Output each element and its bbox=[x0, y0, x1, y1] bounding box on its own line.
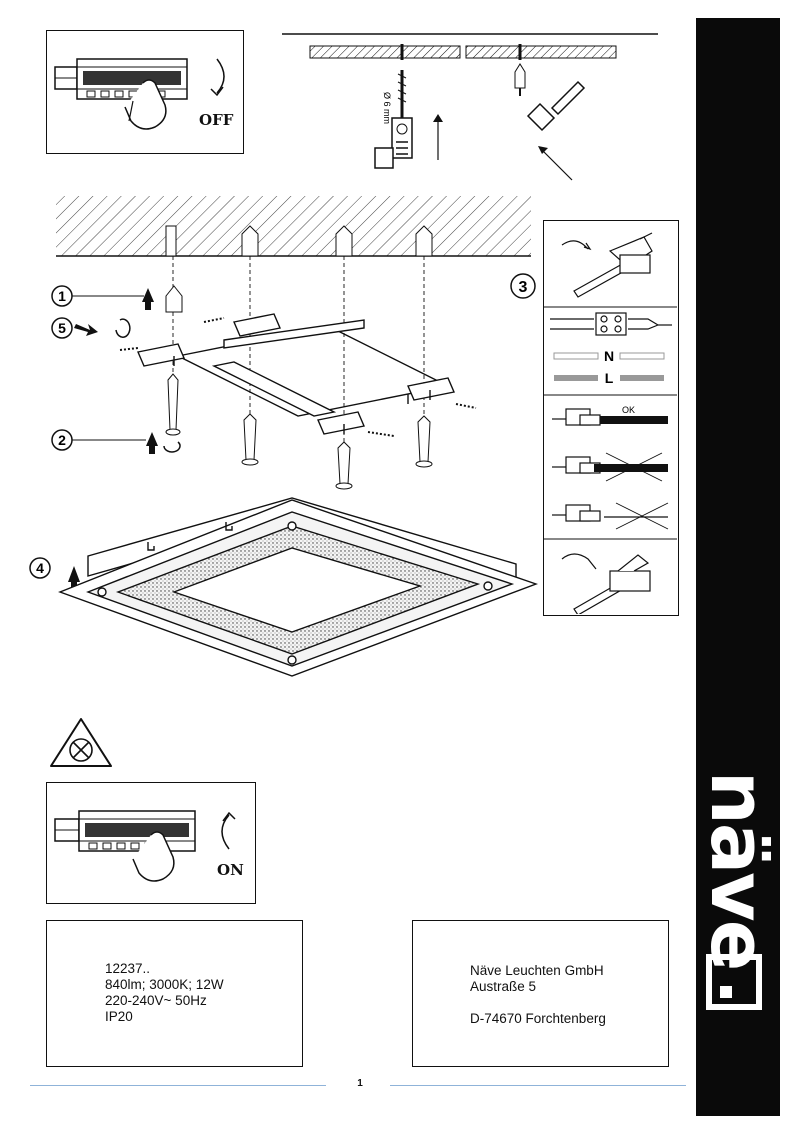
manufacturer-box: Näve Leuchten GmbH Austraße 5 D-74670 Fo… bbox=[412, 920, 669, 1067]
switch-off-label: OFF bbox=[199, 111, 234, 129]
ok-label: OK bbox=[622, 405, 635, 415]
drill-icon bbox=[374, 70, 413, 169]
manufacturer-address: Näve Leuchten GmbH Austraße 5 D-74670 Fo… bbox=[470, 963, 606, 1027]
wiring-panel: N L OK bbox=[543, 220, 679, 616]
mounting-diagram: 1 5 2 bbox=[29, 196, 538, 677]
brand-square-icon bbox=[706, 954, 762, 1010]
step-5-label: 5 bbox=[58, 320, 66, 336]
live-label: L bbox=[605, 370, 614, 386]
rotate-arrow-icon bbox=[115, 318, 131, 338]
mounting-bracket bbox=[137, 313, 455, 435]
page-number: 1 bbox=[357, 1078, 363, 1089]
step-2-label: 2 bbox=[58, 432, 66, 448]
brand-logo: näve bbox=[694, 770, 783, 970]
luminaire-panel bbox=[58, 497, 538, 677]
manufacturer-spacer bbox=[470, 995, 606, 1011]
product-ip-rating: IP20 bbox=[105, 1009, 133, 1024]
manufacturer-name: Näve Leuchten GmbH bbox=[470, 963, 604, 978]
hammer-icon bbox=[526, 80, 586, 132]
step-5-marker bbox=[51, 317, 131, 339]
svg-text:3: 3 bbox=[519, 279, 528, 296]
step-3-marker: 3 bbox=[510, 273, 536, 299]
breaker-switch-icon bbox=[54, 58, 225, 130]
switch-on-label: ON bbox=[217, 861, 244, 879]
manufacturer-street: Austraße 5 bbox=[470, 979, 537, 994]
step-1-label: 1 bbox=[58, 288, 66, 304]
drill-size-label: Ø 6 mm bbox=[382, 92, 392, 124]
switch-on-panel: ON bbox=[46, 782, 256, 904]
drilling-diagram: Ø 6 mm bbox=[282, 33, 658, 181]
no-dimmer-warning-icon bbox=[50, 718, 112, 767]
footer-rule-right bbox=[390, 1085, 686, 1086]
step-4-label: 4 bbox=[36, 560, 44, 576]
product-spec-text: 12237.. 840lm; 3000K; 12W 220-240V~ 50Hz… bbox=[105, 961, 224, 1025]
neutral-label: N bbox=[604, 348, 614, 364]
product-output: 840lm; 3000K; 12W bbox=[105, 977, 224, 992]
breaker-switch-icon bbox=[54, 810, 236, 882]
step-2-marker bbox=[51, 429, 181, 454]
step-1-marker bbox=[51, 285, 154, 310]
footer-rule-left bbox=[30, 1085, 326, 1086]
wire-connector-icon bbox=[561, 232, 653, 298]
manufacturer-city: D-74670 Forchtenberg bbox=[470, 1011, 606, 1026]
product-voltage: 220-240V~ 50Hz bbox=[105, 993, 207, 1008]
switch-off-panel: OFF bbox=[46, 30, 244, 154]
product-code: 12237.. bbox=[105, 961, 151, 976]
product-spec-box: 12237.. 840lm; 3000K; 12W 220-240V~ 50Hz… bbox=[46, 920, 303, 1067]
brand-sidebar: näve bbox=[694, 18, 783, 1116]
